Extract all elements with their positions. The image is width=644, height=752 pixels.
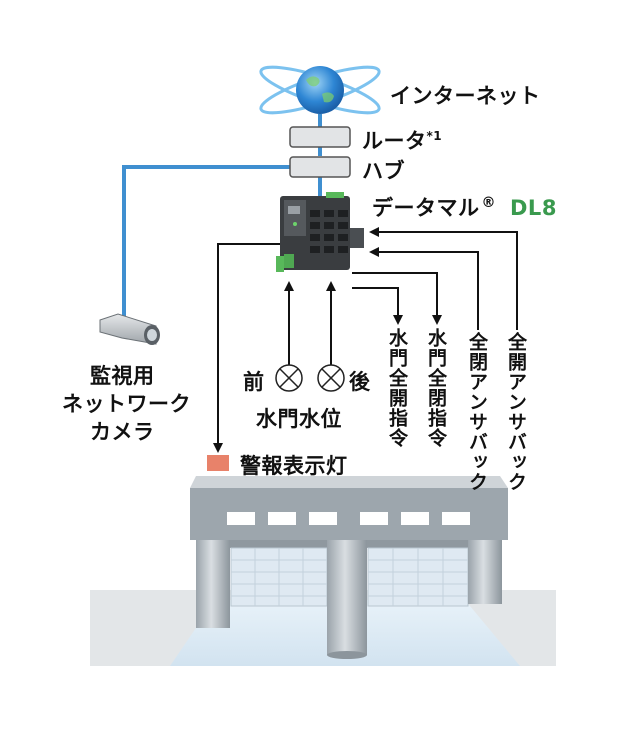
signal-arrows (213, 227, 518, 453)
arrow-in-opened (369, 227, 518, 330)
arrow-out-close (352, 272, 442, 325)
sluice-building (90, 476, 556, 666)
water-level-sensor-front (275, 364, 303, 392)
camera-label-line1: 監視用 (90, 364, 155, 388)
network-lines (122, 114, 322, 318)
input-opened-answerback: 全開アンサバック (505, 332, 527, 492)
camera-label-line2: ネットワーク (62, 392, 191, 416)
arrow-out-open (352, 287, 403, 325)
arrow-to-alarm (213, 243, 280, 453)
window (268, 512, 296, 525)
input-closed-answerback: 全閉アンサバック (466, 332, 488, 492)
router-box (289, 126, 351, 148)
hub-label: ハブ (362, 159, 405, 183)
water-level-sensor-rear (317, 364, 345, 392)
pillar-right (468, 540, 502, 604)
arrow-in-closed (369, 247, 479, 330)
model-name: DL8 (510, 196, 557, 220)
sensor-front-label: 前 (243, 370, 265, 394)
output-gate-close-command: 水門全閉指令 (425, 328, 447, 448)
internet-label: インターネット (390, 84, 541, 108)
datamaru-name: データマル (372, 196, 480, 220)
datamaru-device (276, 192, 364, 272)
pillar-center (327, 540, 367, 655)
alarm-lamp (207, 455, 229, 471)
pillar-center-base (327, 651, 367, 659)
window (442, 512, 470, 525)
window (360, 512, 388, 525)
router-label: ルータ*1 (362, 125, 442, 155)
camera-label-line3: カメラ (90, 420, 155, 444)
globe-icon (259, 65, 381, 115)
pillar-left (196, 540, 230, 628)
router-footnote: *1 (426, 129, 443, 143)
router-text: ルータ (362, 129, 427, 153)
shutter-left-grid (231, 548, 327, 606)
window (309, 512, 337, 525)
network-camera (99, 313, 160, 345)
hub-box (289, 156, 351, 178)
registered-mark: ® (481, 195, 496, 211)
output-gate-open-command: 水門全開指令 (386, 328, 408, 448)
datamaru-label: データマル® DL8 (372, 192, 557, 222)
link-hub-camera (122, 165, 290, 318)
roof-top (190, 476, 508, 488)
window (227, 512, 255, 525)
alarm-lamp-label: 警報表示灯 (240, 454, 348, 478)
sensor-rear-label: 後 (349, 370, 371, 394)
shutter-right-grid (368, 548, 468, 606)
window (401, 512, 429, 525)
water-level-label: 水門水位 (256, 407, 342, 431)
